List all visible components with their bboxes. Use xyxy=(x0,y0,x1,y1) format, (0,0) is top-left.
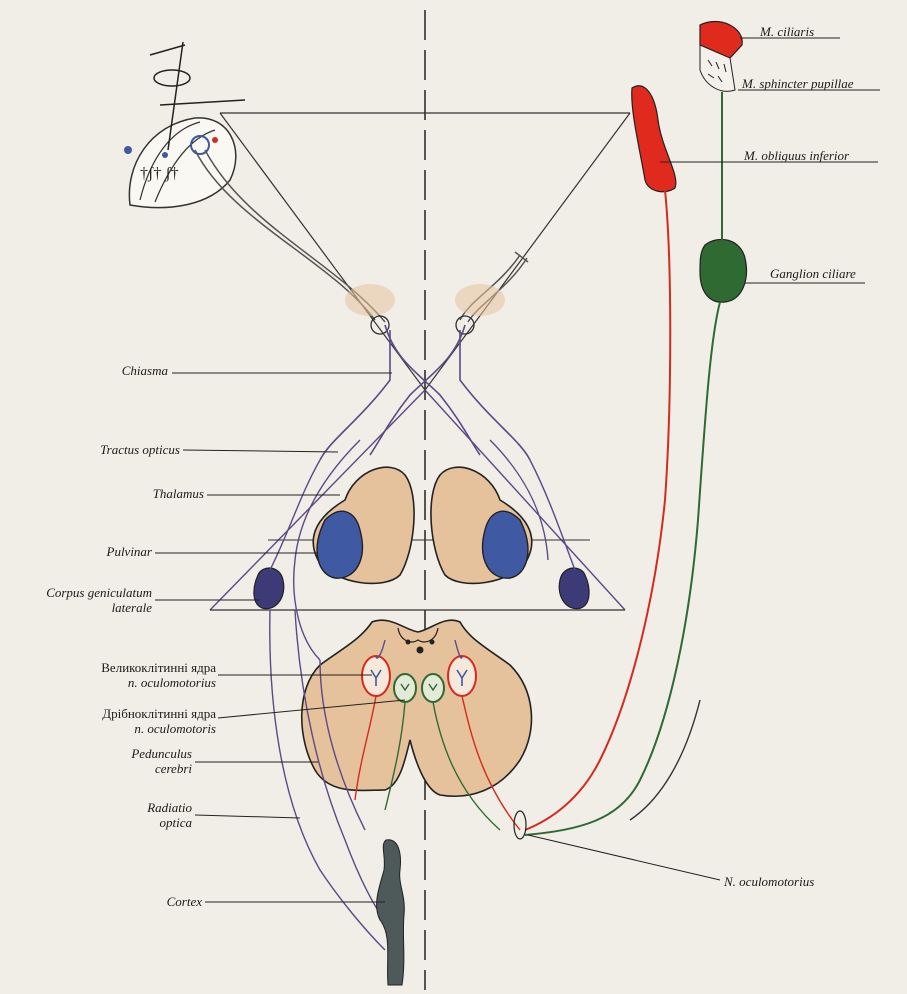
label-radiatio-line1: Radiatio xyxy=(147,800,192,815)
label-corpus-line1: Corpus geniculatum xyxy=(46,585,152,600)
label-obliquus: M. obliguus inferior xyxy=(744,148,850,163)
obliquus-muscle xyxy=(631,85,677,193)
label-pulvinar: Pulvinar xyxy=(106,544,153,559)
svg-text:†ʃ† ʃ†: †ʃ† ʃ† xyxy=(140,165,179,182)
label-corpus: Corpus geniculatum laterale xyxy=(10,585,152,615)
geniculate-left xyxy=(253,567,285,610)
label-great-nuclei: Великоклітинні ядра n. oculomotorius xyxy=(20,660,216,690)
label-radiatio: Radiatio optica xyxy=(60,800,192,830)
optic-canal xyxy=(345,284,395,316)
tract-fibers xyxy=(269,439,576,661)
sphincter-dots xyxy=(707,59,727,83)
label-small-nuclei-line1: Дрібноклітинні ядра xyxy=(102,706,216,721)
label-tractus: Tractus opticus xyxy=(100,442,180,457)
label-oculomotorius: N. oculomotorius xyxy=(724,874,815,889)
optic-foramen xyxy=(455,315,475,335)
label-small-nuclei: Дрібноклітинні ядра n. oculomotoris xyxy=(20,706,216,736)
leader-lines xyxy=(155,37,880,903)
label-radiatio-line2: optica xyxy=(159,815,193,830)
label-chiasma: Chiasma xyxy=(121,363,168,378)
label-pedunculus-line2: cerebri xyxy=(154,761,192,776)
beam-line xyxy=(219,112,426,391)
label-cortex: Cortex xyxy=(166,894,202,909)
green-nerve xyxy=(524,301,721,836)
oculomotor-ring xyxy=(513,810,527,840)
sphincter-muscle xyxy=(699,44,736,92)
ciliaris-muscle xyxy=(699,20,743,59)
small-cell-nucleus-right xyxy=(421,673,445,703)
label-ciliaris: M. ciliaris xyxy=(760,24,815,39)
label-great-nuclei-line2: n. oculomotorius xyxy=(127,675,216,690)
optic-canal xyxy=(455,284,505,316)
beam-line xyxy=(424,112,631,391)
thalamus-right xyxy=(430,466,533,585)
geniculate-right xyxy=(558,567,590,610)
label-sphincter: M. sphincter pupillae xyxy=(742,76,854,91)
label-ganglion: Ganglion ciliare xyxy=(770,266,856,281)
large-cell-nucleus-left xyxy=(361,655,391,697)
ciliary-ganglion xyxy=(699,238,747,303)
label-small-nuclei-line2: n. oculomotoris xyxy=(134,721,216,736)
label-great-nuclei-line1: Великоклітинні ядра xyxy=(101,660,216,675)
midbrain xyxy=(301,619,533,797)
label-pedunculus: Pedunculus cerebri xyxy=(60,746,192,776)
optic-foramen xyxy=(370,315,390,335)
label-corpus-line2: laterale xyxy=(111,600,152,615)
eye-globe: †ʃ† ʃ† xyxy=(124,41,246,209)
large-cell-nucleus-right xyxy=(447,655,477,697)
tractus-triangle xyxy=(209,389,626,611)
cortex-strip xyxy=(376,839,405,986)
radiatio-fibers xyxy=(269,609,393,951)
thalamus-left xyxy=(312,466,415,585)
red-nerve xyxy=(524,189,672,831)
small-cell-nucleus-left xyxy=(393,673,417,703)
label-thalamus: Thalamus xyxy=(152,486,204,501)
label-pedunculus-line1: Pedunculus xyxy=(131,746,192,761)
